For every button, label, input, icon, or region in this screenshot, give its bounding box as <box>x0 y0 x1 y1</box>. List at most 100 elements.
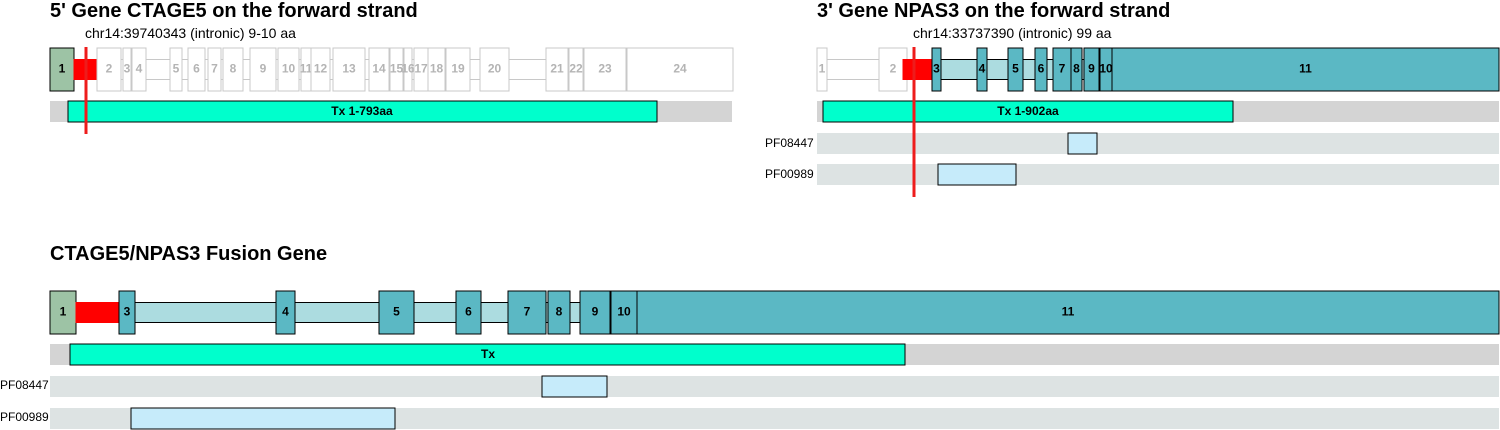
gene3-exon-label: 1 <box>819 62 826 76</box>
gene3-domain-label-1: PF08447 <box>765 136 814 150</box>
fusion-domain-track-1 <box>50 376 1499 397</box>
gene5-exon-label: 20 <box>488 62 502 76</box>
gene5-exon-label: 22 <box>569 62 583 76</box>
gene3-exon-label: 10 <box>1099 62 1113 76</box>
fusion-exon <box>75 302 120 323</box>
fusion-transcript-label: Tx <box>481 347 495 361</box>
gene5-transcript-label: Tx 1-793aa <box>331 104 393 118</box>
gene3-domain-track-2 <box>817 164 1499 185</box>
gene3-exon-label: 7 <box>1059 62 1066 76</box>
gene3-title: 3' Gene NPAS3 on the forward strand <box>817 0 1170 22</box>
gene3-exon <box>1034 47 1048 92</box>
fusion-exon-label: 1 <box>60 305 67 319</box>
gene5-exon <box>479 47 510 92</box>
gene3-exon <box>878 47 908 92</box>
gene5-exon <box>445 47 471 92</box>
gene3-transcript-label: Tx 1-902aa <box>997 104 1059 118</box>
gene5-exon <box>583 47 627 92</box>
gene3-exon-label: 8 <box>1073 62 1080 76</box>
gene5-exon-label: 16 <box>401 62 415 76</box>
fusion-exon-label: 11 <box>1062 305 1075 319</box>
fusion-domain-track-2 <box>50 408 1499 429</box>
fusion-exon-label: 5 <box>393 305 400 319</box>
gene5-exon-label: 1 <box>59 62 66 76</box>
gene5-exon-label: 12 <box>314 62 328 76</box>
gene5-exon-label: 4 <box>136 62 143 76</box>
fusion-exon-label: 10 <box>617 305 631 319</box>
gene5-exon-label: 14 <box>372 62 386 76</box>
gene3-domain-2 <box>937 163 1017 186</box>
gene5-exon-label: 24 <box>673 62 687 76</box>
fusion-exon <box>636 290 1500 335</box>
gene5-exon-label: 5 <box>173 62 180 76</box>
gene5-exon <box>626 47 734 92</box>
gene5-exon-label: 8 <box>230 62 237 76</box>
gene5-breakpoint-label: chr14:39740343 (intronic) 9-10 aa <box>85 25 296 41</box>
fusion-exon <box>547 290 571 335</box>
gene5-exon-label: 17 <box>414 62 428 76</box>
gene5-transcript <box>67 100 658 123</box>
gene5-exon-label: 3 <box>124 62 131 76</box>
fusion-exon-label: 9 <box>592 305 599 319</box>
gene5-title: 5' Gene CTAGE5 on the forward strand <box>50 0 418 22</box>
fusion-domain-1 <box>541 375 608 398</box>
gene3-exon <box>976 47 988 92</box>
fusion-domain-label-2: PF00989 <box>0 410 49 424</box>
gene5-exon <box>568 47 584 92</box>
gene5-exon-label: 9 <box>260 62 267 76</box>
gene3-exon <box>1007 47 1024 92</box>
gene3-exon <box>902 59 933 80</box>
gene3-exon-label: 4 <box>979 62 986 76</box>
gene3-exon <box>1111 47 1500 92</box>
fusion-transcript <box>69 343 906 366</box>
fusion-exon-label: 3 <box>124 305 131 319</box>
gene5-exon <box>427 47 446 92</box>
gene5-exon-label: 19 <box>451 62 465 76</box>
gene5-exon-label: 10 <box>282 62 296 76</box>
fusion-exon <box>579 290 611 335</box>
gene5-exon <box>545 47 569 92</box>
gene5-exon <box>222 47 244 92</box>
gene3-domain-1 <box>1067 132 1098 155</box>
gene5-exon-label: 18 <box>430 62 444 76</box>
gene5-exon-label: 23 <box>598 62 612 76</box>
gene5-exon <box>249 47 277 92</box>
gene3-exon-label: 5 <box>1012 62 1019 76</box>
gene5-exon <box>389 47 404 92</box>
fusion-exon-label: 6 <box>465 305 472 319</box>
gene5-exon-label: 15 <box>390 62 404 76</box>
gene3-exon <box>816 47 828 92</box>
gene5-exon <box>122 47 132 92</box>
gene3-exon <box>1083 47 1100 92</box>
gene3-breakpoint-label: chr14:33737390 (intronic) 99 aa <box>913 25 1112 41</box>
gene5-exon <box>49 47 75 92</box>
fusion-exon-label: 8 <box>556 305 563 319</box>
gene3-exon-label: 2 <box>890 62 897 76</box>
gene5-exon <box>207 47 222 92</box>
gene3-exon-label: 6 <box>1038 62 1045 76</box>
gene5-exon <box>277 47 300 92</box>
gene5-exon <box>403 47 413 92</box>
gene3-exon-label: 9 <box>1088 62 1095 76</box>
fusion-exon <box>507 290 547 335</box>
fusion-exon <box>118 290 136 335</box>
gene5-exon <box>131 47 147 92</box>
gene3-exon <box>1070 47 1083 92</box>
gene5-exon <box>96 47 122 92</box>
fusion-domain-2 <box>130 407 396 430</box>
gene5-exon <box>169 47 183 92</box>
gene5-exon-label: 7 <box>211 62 218 76</box>
gene5-exon-label: 11 <box>300 62 313 76</box>
gene5-exon <box>332 47 366 92</box>
gene3-domain-label-2: PF00989 <box>765 167 814 181</box>
gene5-exon-label: 2 <box>106 62 113 76</box>
fusion-exon <box>455 290 482 335</box>
fusion-exon <box>378 290 415 335</box>
gene3-exon-label: 3 <box>933 62 940 76</box>
gene5-exon <box>187 47 206 92</box>
gene3-transcript <box>822 100 1234 123</box>
